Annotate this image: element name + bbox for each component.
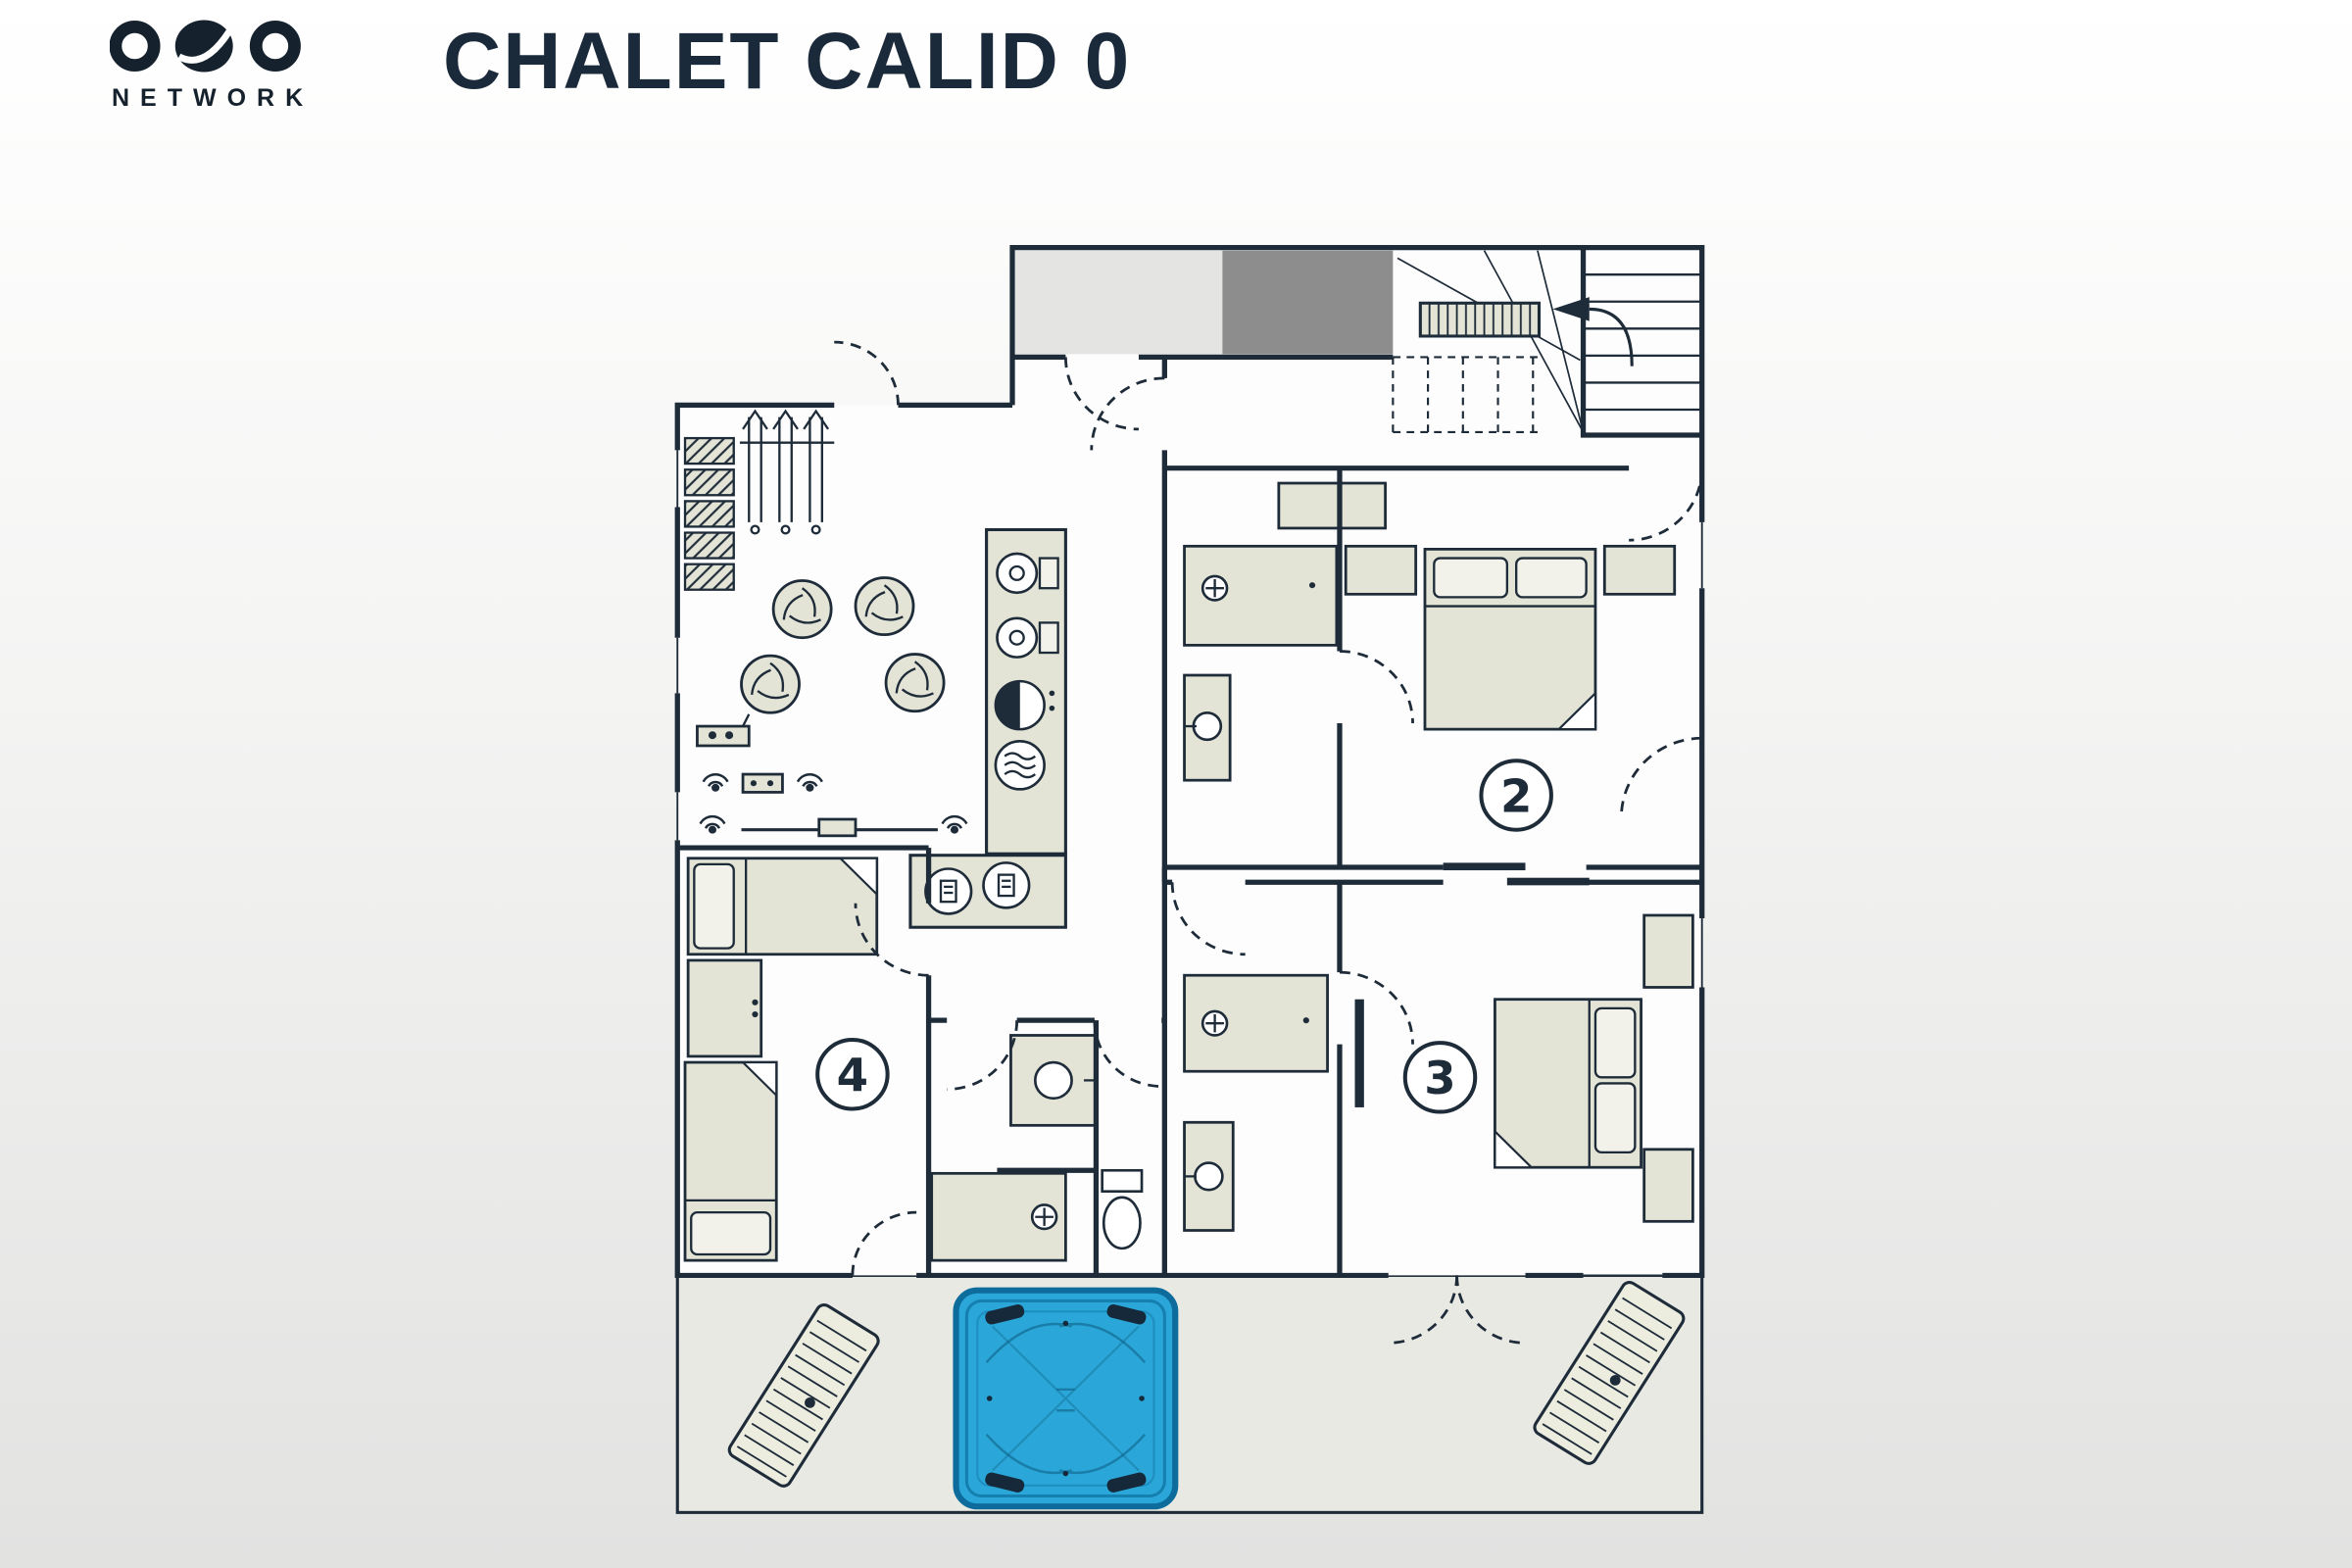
terrace-furniture <box>724 1278 1689 1510</box>
bedroom-2: 2 <box>1277 481 1677 832</box>
entrance-dark-block <box>1222 250 1394 355</box>
stair-lower-treads <box>1392 356 1542 434</box>
bedroom-3: 3 <box>1354 913 1694 1223</box>
sprinkler-icons <box>699 772 968 838</box>
svg-text:4: 4 <box>837 1049 868 1102</box>
svg-text:2: 2 <box>1500 770 1532 823</box>
toilet-icon <box>1101 1168 1144 1250</box>
single-bed-icon <box>683 1060 778 1262</box>
door-arc <box>1339 970 1414 1045</box>
door-arc <box>1093 1020 1162 1088</box>
ovo-logo-mark <box>110 20 301 73</box>
up-arrow-icon <box>1552 297 1634 367</box>
meter-icons <box>924 861 1031 915</box>
utility-area <box>908 527 1067 929</box>
hot-tub-icon <box>953 1287 1179 1510</box>
door-arc <box>1063 357 1139 431</box>
bench-2 <box>1277 481 1387 530</box>
bathroom-4 <box>930 1034 1144 1262</box>
shower-icon <box>930 1171 1067 1262</box>
door-arc <box>947 1020 1019 1091</box>
doormat <box>1015 250 1223 355</box>
walls <box>674 245 1705 1279</box>
page-title: CHALET CALID 0 <box>443 17 1132 106</box>
room-2-label: 2 <box>1479 759 1553 832</box>
double-bed-icon <box>1494 998 1642 1169</box>
bathroom-2 <box>1183 544 1339 782</box>
vanity-washbasin-icon <box>1009 1034 1098 1127</box>
staircase <box>1392 247 1702 438</box>
stair-treads <box>1583 273 1702 412</box>
door-arc <box>1090 376 1165 451</box>
door-arc <box>1388 1275 1458 1345</box>
skis-icon <box>739 409 835 535</box>
nightstand <box>1602 544 1677 596</box>
fan-stool-icon <box>740 576 946 714</box>
door-arc <box>1455 1275 1526 1345</box>
tv-icon <box>1354 999 1364 1107</box>
bedroom-4: 4 <box>683 857 890 1262</box>
sliding-door <box>1443 862 1590 886</box>
washbasin-icon <box>1183 673 1232 782</box>
windows <box>676 450 1703 1277</box>
nightstand <box>1642 913 1694 989</box>
entrance-hall <box>1015 250 1394 355</box>
nightstand <box>1344 544 1418 596</box>
door-arc <box>1619 736 1702 818</box>
nightstand <box>1642 1148 1694 1223</box>
door-arc <box>1339 650 1414 723</box>
boot-dryer-icon <box>696 713 751 748</box>
ovo-logo-text: NETWORK <box>112 84 315 112</box>
single-bed-icon <box>686 857 879 956</box>
double-bed-icon <box>1423 548 1597 731</box>
door-arc <box>834 340 900 406</box>
terrace <box>675 1273 1704 1514</box>
doors <box>834 340 1704 1345</box>
door-arc <box>854 903 929 977</box>
bathroom-3 <box>1183 973 1329 1232</box>
shower-icon <box>1183 973 1329 1073</box>
water-heater-icon <box>996 552 1059 659</box>
header: NETWORK CHALET CALID 0 <box>0 0 2352 176</box>
washbasin-icon <box>1183 1120 1235 1232</box>
ovo-logo: NETWORK <box>110 14 345 113</box>
wardrobe-icon <box>686 958 763 1058</box>
door-arc <box>1170 882 1246 956</box>
room-4-label: 4 <box>815 1038 890 1111</box>
room-3-label: 3 <box>1402 1041 1478 1114</box>
svg-text:3: 3 <box>1424 1052 1455 1104</box>
tumble-dryer-icon <box>994 740 1046 791</box>
bench <box>1418 301 1542 338</box>
door-arc <box>1629 467 1704 542</box>
washing-machine-icon <box>994 679 1055 731</box>
ski-room <box>683 409 968 838</box>
shower-icon <box>1183 544 1339 647</box>
ski-rack-icon <box>683 436 735 591</box>
